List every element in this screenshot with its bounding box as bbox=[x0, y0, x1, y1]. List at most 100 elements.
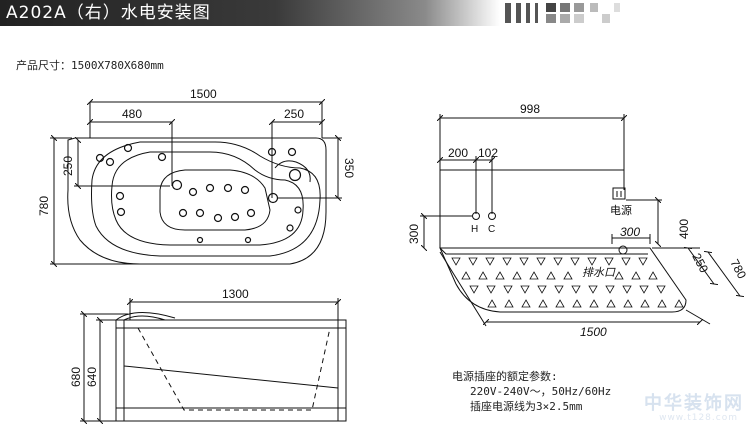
install-view bbox=[420, 114, 740, 327]
tile-triangle bbox=[485, 257, 495, 266]
tile-triangle bbox=[521, 299, 531, 308]
header: A202A（右）水电安装图 bbox=[0, 0, 750, 26]
tile-triangle bbox=[555, 299, 565, 308]
label-drain: 排水口 bbox=[582, 266, 616, 279]
tile-triangle bbox=[495, 271, 505, 280]
tile-triangle bbox=[648, 271, 658, 280]
top-view-rim bbox=[91, 141, 321, 257]
top-view-outer-outline bbox=[67, 137, 327, 265]
tile-triangle bbox=[623, 299, 633, 308]
power-spec-block: 电源插座的额定参数: 220V-240V～，50Hz/60Hz 插座电源线为3×… bbox=[452, 369, 611, 414]
dim-install-length: 1500 bbox=[580, 325, 607, 339]
front-view bbox=[80, 298, 347, 422]
tile-triangle bbox=[451, 257, 461, 266]
top-view bbox=[50, 102, 342, 264]
header-stripes bbox=[505, 3, 620, 23]
hot-water-pipe bbox=[472, 212, 480, 220]
tile-triangle bbox=[674, 299, 684, 308]
tile-triangle bbox=[640, 299, 650, 308]
tile-triangle bbox=[571, 285, 581, 294]
dim-install-outlet-height: 400 bbox=[677, 219, 691, 239]
label-hot: H bbox=[471, 224, 478, 235]
tile-triangle bbox=[563, 271, 573, 280]
tile-triangle bbox=[461, 271, 471, 280]
front-view-dim-labels: 1300 680 640 bbox=[69, 287, 249, 387]
top-view-headrest bbox=[274, 160, 311, 183]
tile-triangle bbox=[503, 285, 513, 294]
product-size-label: 产品尺寸：1500X780X680mm bbox=[16, 59, 164, 72]
tile-triangle bbox=[587, 257, 597, 266]
tile-triangle bbox=[468, 257, 478, 266]
tile-triangle bbox=[621, 257, 631, 266]
tile-triangle bbox=[606, 299, 616, 308]
dim-top-right-height: 350 bbox=[342, 158, 356, 178]
tile-triangle bbox=[656, 285, 666, 294]
tile-triangle bbox=[502, 257, 512, 266]
tile-triangle bbox=[512, 271, 522, 280]
tile-triangle bbox=[529, 271, 539, 280]
tile-triangle bbox=[519, 257, 529, 266]
tile-triangle bbox=[553, 257, 563, 266]
dim-front-inner-width: 1300 bbox=[222, 287, 249, 301]
dim-install-total-width: 998 bbox=[520, 102, 540, 116]
tile-triangle bbox=[478, 271, 488, 280]
tile-triangle bbox=[504, 299, 514, 308]
dim-install-pipe-height: 300 bbox=[407, 224, 421, 244]
install-view-labels: 998 200 102 300 400 300 250 780 1500 H C… bbox=[407, 102, 749, 339]
tile-triangle bbox=[486, 285, 496, 294]
tile-triangle bbox=[570, 257, 580, 266]
tile-triangle bbox=[639, 285, 649, 294]
dim-front-inner-height: 640 bbox=[85, 367, 99, 387]
top-view-seat bbox=[159, 169, 271, 231]
watermark-url: www.t128.com bbox=[659, 413, 738, 423]
tile-triangle bbox=[469, 285, 479, 294]
dim-install-pipe-200: 200 bbox=[448, 146, 468, 160]
cold-water-pipe bbox=[488, 212, 496, 220]
top-view-jets bbox=[95, 143, 302, 244]
tile-triangle bbox=[536, 257, 546, 266]
tile-triangle bbox=[657, 299, 667, 308]
install-tub-outline bbox=[439, 247, 687, 313]
tile-triangle bbox=[520, 285, 530, 294]
dim-install-pipe-102: 102 bbox=[478, 146, 498, 160]
dim-install-side-780: 780 bbox=[727, 257, 749, 282]
power-outlet bbox=[612, 187, 626, 200]
dim-top-total-depth: 780 bbox=[37, 196, 51, 216]
dim-top-left-width: 480 bbox=[122, 107, 142, 121]
watermark: 中华装饰网 www.t128.com bbox=[574, 389, 744, 429]
tile-triangle bbox=[487, 299, 497, 308]
watermark-logo-text: 中华装饰网 bbox=[644, 393, 744, 414]
tile-triangle bbox=[589, 299, 599, 308]
dim-top-total-width: 1500 bbox=[190, 87, 217, 101]
dim-install-drain: 300 bbox=[620, 225, 640, 239]
dim-front-total-height: 680 bbox=[69, 367, 83, 387]
spec-line-voltage: 220V-240V～，50Hz/60Hz bbox=[470, 385, 612, 398]
header-bar: A202A（右）水电安装图 bbox=[0, 0, 500, 26]
tile-triangle bbox=[572, 299, 582, 308]
label-cold: C bbox=[488, 224, 495, 235]
tile-triangle bbox=[538, 299, 548, 308]
dim-top-right-width: 250 bbox=[284, 107, 304, 121]
tile-triangle bbox=[605, 285, 615, 294]
install-tile-pattern bbox=[451, 257, 684, 308]
tile-triangle bbox=[614, 271, 624, 280]
tile-triangle bbox=[604, 257, 614, 266]
tile-triangle bbox=[546, 271, 556, 280]
front-view-basin-dashed bbox=[137, 327, 331, 411]
top-view-dim-labels: 1500 480 250 250 350 780 bbox=[37, 87, 356, 216]
tile-triangle bbox=[638, 257, 648, 266]
tile-triangle bbox=[588, 285, 598, 294]
tile-triangle bbox=[631, 271, 641, 280]
drain-outlet bbox=[618, 245, 628, 255]
tile-triangle bbox=[537, 285, 547, 294]
dim-top-left-height: 250 bbox=[61, 156, 75, 176]
spec-line-title: 电源插座的额定参数: bbox=[452, 370, 558, 383]
top-view-basin bbox=[111, 151, 304, 246]
label-power: 电源 bbox=[610, 203, 632, 217]
tile-triangle bbox=[622, 285, 632, 294]
front-view-body bbox=[115, 319, 347, 422]
page-title: A202A（右）水电安装图 bbox=[6, 3, 211, 23]
spec-line-cable: 插座电源线为3×2.5mm bbox=[470, 400, 583, 413]
